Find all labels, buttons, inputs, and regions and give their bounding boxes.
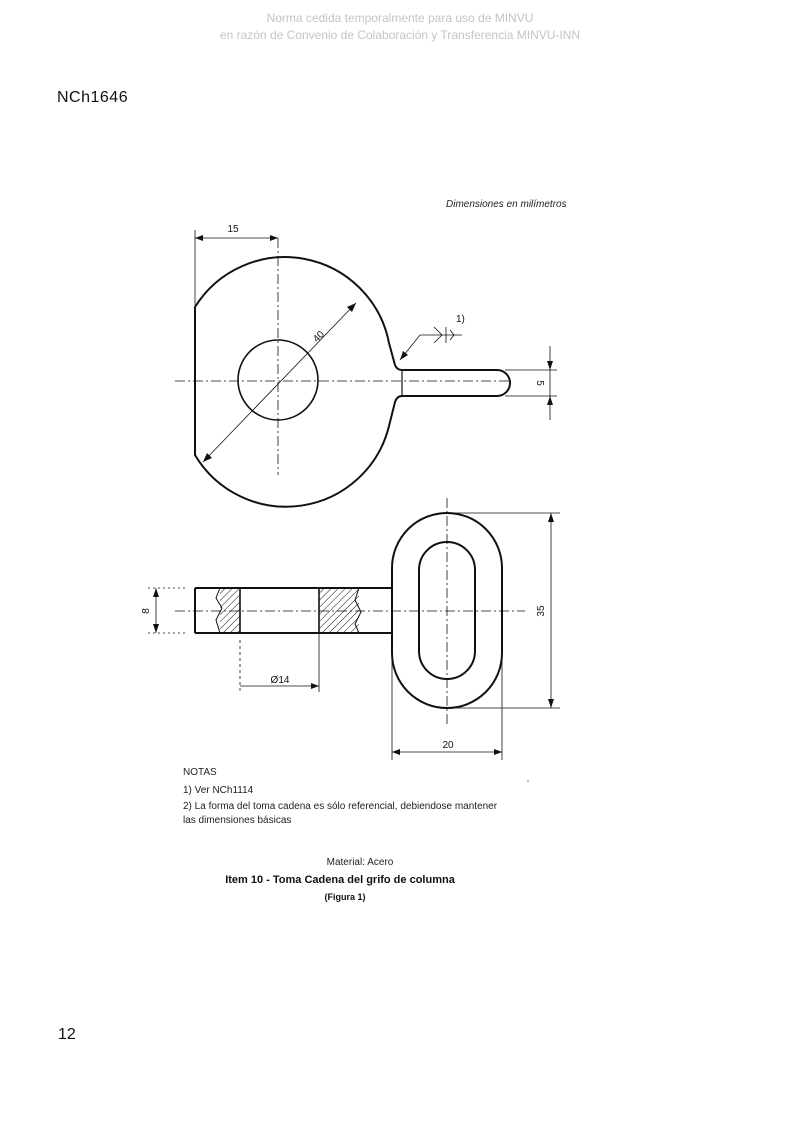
hatched-section-right — [319, 588, 359, 633]
note-item-1: 1) Ver NCh1114 — [183, 785, 254, 796]
notes-title: NOTAS — [183, 767, 217, 778]
weld-note-ref: 1) — [456, 314, 465, 325]
note-item-2: 2) La forma del toma cadena es sólo refe… — [183, 801, 498, 812]
material-label: Material: Acero — [326, 857, 394, 868]
dim-5-label: 5 — [534, 380, 545, 386]
disc-outline — [194, 256, 511, 508]
figure-caption: Item 10 - Toma Cadena del grifo de colum… — [225, 874, 455, 886]
dim-20-label: 20 — [442, 740, 454, 751]
dim-15-label: 15 — [227, 224, 239, 235]
dim-35-label: 35 — [536, 605, 547, 617]
notes-block: NOTAS 1) Ver NCh1114 2) La forma del tom… — [183, 765, 553, 829]
page-number: 12 — [58, 1026, 76, 1043]
dim-14-label: Ø14 — [271, 675, 290, 686]
standard-code: NCh1646 — [57, 89, 129, 106]
watermark-line-1: Norma cedida temporalmente para uso de M… — [266, 11, 534, 25]
units-note: Dimensiones en milímetros — [446, 199, 567, 210]
dim-8-label: 8 — [141, 608, 152, 614]
figure-number: (Figura 1) — [324, 892, 366, 902]
section-view — [148, 498, 560, 760]
note-item-3: las dimensiones básicas — [183, 815, 292, 826]
top-view — [175, 230, 557, 508]
watermark-line-2: en razón de Convenio de Colaboración y T… — [219, 28, 581, 42]
dim-40-label: 40 — [311, 329, 327, 345]
hatched-section-left — [220, 588, 240, 633]
